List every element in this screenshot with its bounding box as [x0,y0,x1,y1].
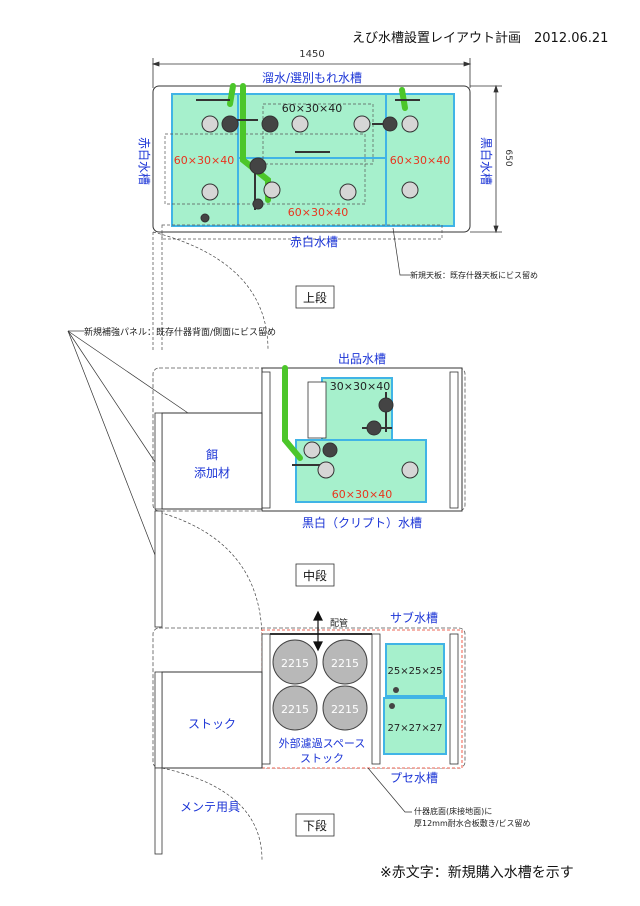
upper-tank-left-size: 60×30×40 [174,154,234,167]
upper-tank-bottom-size: 60×30×40 [288,206,348,219]
dimension-height [470,84,502,234]
lower-note-floor-1: 什器底面(床接地面)に [414,806,492,816]
filter-model-4: 2215 [331,703,359,716]
middle-box-line1: 餌 [206,447,218,462]
lower-label-filter-space: 外部濾過スペース [279,736,366,750]
middle-tank-large-size: 60×30×40 [332,488,392,501]
middle-label-box [295,563,335,587]
upper-label-box [295,285,335,309]
lower-tank-top-size: 25×25×25 [388,666,443,677]
middle-note-panel: 新規補強パネル：既存什器背面/側面にビス留め [84,326,276,338]
lower-label-maintenance: メンテ用具 [180,800,240,814]
upper-tank-top-size: 60×30×40 [282,102,342,115]
middle-feed-box [161,412,263,510]
middle-pipes [282,365,303,461]
lower-label-box [295,813,335,837]
middle-door-arc [154,510,263,641]
lower-label-puse-tank: プセ水槽 [390,771,438,785]
middle-tank-small-size: 30×30×40 [330,380,390,393]
upper-label-top: 溜水/選別もれ水槽 [262,70,362,85]
lower-tank-fittings [389,687,399,709]
filter-model-3: 2215 [281,703,309,716]
upper-section: 1450 650 [137,49,538,351]
filter-model-1: 2215 [281,657,309,670]
dimension-height-label: 650 [503,149,513,166]
upper-label-left: 赤白水槽 [137,137,152,185]
footer-note: ※赤文字：新規購入水槽を示す [380,865,574,881]
middle-label-shipping: 出品水槽 [338,352,386,366]
page-title: えび水槽設置レイアウト計画 2012.06.21 [352,31,609,46]
middle-section: 新規補強パネル：既存什器背面/側面にビス留め 餌 添加材 [67,326,466,641]
upper-door-arc [152,231,269,351]
middle-section-label: 中段 [303,568,327,583]
lower-tank-bottom-size: 27×27×27 [388,723,443,734]
upper-note-board: 新規天板：既存什器天板にビス留め [410,270,538,280]
upper-section-label: 上段 [303,290,327,305]
lower-label-sub-tank: サブ水槽 [390,610,438,625]
middle-box-line2: 添加材 [194,466,230,480]
upper-tank-right-size: 60×30×40 [390,154,450,167]
upper-label-bottom: 赤白水槽 [290,234,338,249]
lower-label-stock-center: ストック [300,752,344,765]
dimension-width-label: 1450 [299,49,324,60]
lower-filters [272,639,368,731]
dimension-width [151,58,472,88]
middle-note-leaders [67,330,189,556]
lower-note-floor-2: 厚12mm耐水合板敷き/ビス留め [414,818,530,828]
lower-label-stock-left: ストック [188,717,236,731]
middle-filters [303,397,419,479]
filter-model-2: 2215 [331,657,359,670]
lower-section-label: 下段 [303,818,327,833]
middle-label-black-white: 黒白（クリプト）水槽 [302,515,422,530]
lower-section: 配管 2215 2215 2215 2215 外部濾過スペース ストック 25×… [152,610,530,861]
upper-filters [200,115,419,223]
lower-label-piping: 配管 [330,617,348,629]
lower-stock-box [161,671,263,769]
lower-door-arc [161,767,263,861]
upper-label-right: 黒白水槽 [479,137,494,185]
piping-arrow [313,610,323,652]
